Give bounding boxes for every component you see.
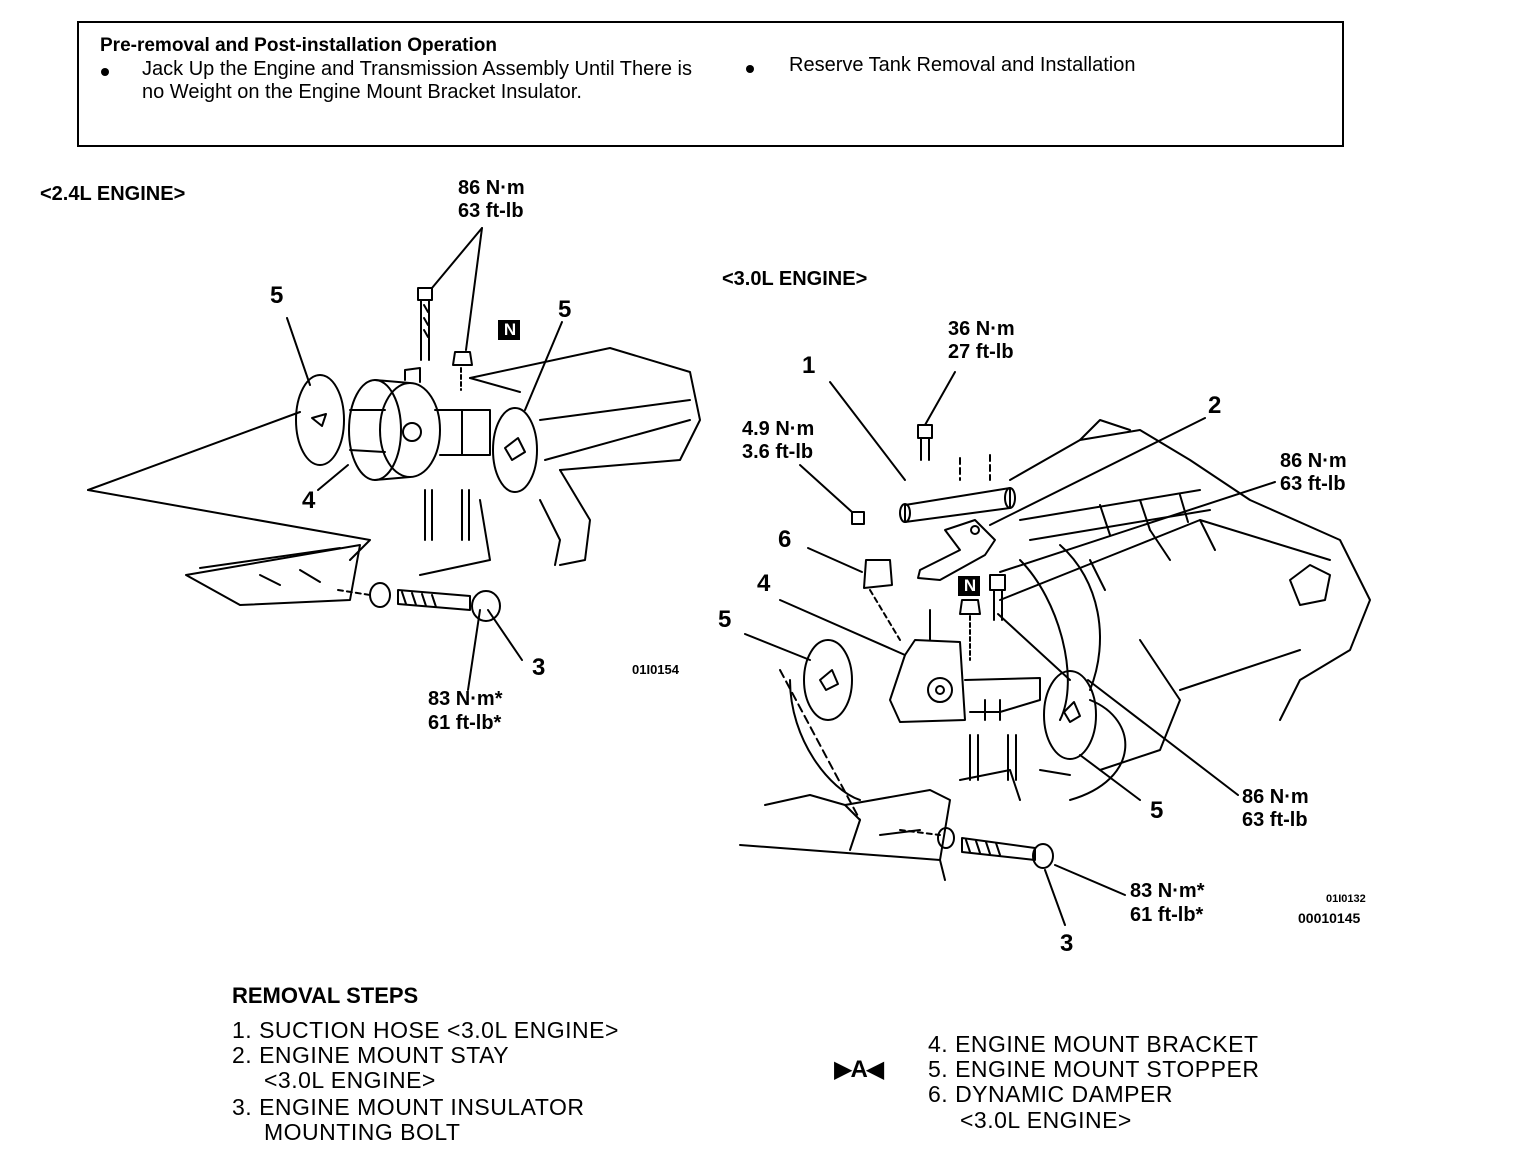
callout-number: 5 xyxy=(1150,797,1164,824)
torque-label: 86 N·m xyxy=(1280,450,1347,472)
callout-number: 5 xyxy=(718,606,732,633)
callout-number: 1 xyxy=(802,352,816,379)
torque-label: 83 N·m* xyxy=(428,688,503,710)
torque-label: 63 ft-lb xyxy=(1242,809,1308,831)
removal-step: 6. DYNAMIC DAMPER xyxy=(928,1081,1173,1107)
removal-step: 5. ENGINE MOUNT STOPPER xyxy=(928,1056,1260,1082)
torque-label: 61 ft-lb* xyxy=(1130,904,1204,926)
figure-id: 00010145 xyxy=(1298,910,1361,926)
engine-30-drawing xyxy=(739,371,1371,926)
figure-id: 01I0132 xyxy=(1326,893,1366,905)
torque-label: 61 ft-lb* xyxy=(428,712,502,734)
callout-number: 2 xyxy=(1208,392,1222,419)
bullet-icon xyxy=(101,68,109,76)
engine-30-heading: <3.0L ENGINE> xyxy=(722,268,868,290)
torque-label: 27 ft-lb xyxy=(948,341,1014,363)
callout-number: 4 xyxy=(757,570,771,597)
bullet-icon xyxy=(746,65,754,73)
callout-number: 3 xyxy=(532,654,546,681)
callout-number: 4 xyxy=(302,487,316,514)
removal-steps-title: REMOVAL STEPS xyxy=(232,983,419,1008)
removal-step-cont: <3.0L ENGINE> xyxy=(960,1107,1132,1133)
callout-number: 3 xyxy=(1060,930,1074,957)
removal-step: 2. ENGINE MOUNT STAY xyxy=(232,1042,510,1068)
pre-removal-item: Reserve Tank Removal and Installation xyxy=(789,54,1136,76)
pre-removal-box: Pre-removal and Post-installation Operat… xyxy=(77,21,1344,147)
torque-label: 3.6 ft-lb xyxy=(742,441,814,463)
removal-step: 4. ENGINE MOUNT BRACKET xyxy=(928,1031,1259,1057)
n-symbol-icon: N xyxy=(963,576,977,595)
pre-removal-title: Pre-removal and Post-installation Operat… xyxy=(100,35,497,56)
removal-step: 3. ENGINE MOUNT INSULATOR xyxy=(232,1094,585,1120)
removal-step: 1. SUCTION HOSE <3.0L ENGINE> xyxy=(232,1017,619,1043)
torque-label: 4.9 N·m xyxy=(742,418,815,440)
torque-label: 86 N·m xyxy=(1242,786,1309,808)
callout-number: 5 xyxy=(558,296,572,323)
n-symbol-icon: N xyxy=(503,320,517,339)
figure-id: 01I0154 xyxy=(632,662,679,677)
torque-label: 86 N·m xyxy=(458,177,525,199)
pre-removal-item: Jack Up the Engine and Transmission Asse… xyxy=(142,58,692,103)
torque-label: 63 ft-lb xyxy=(458,200,524,222)
engine-24-drawing xyxy=(87,227,701,691)
service-point-marker: ▶A◀ xyxy=(834,1056,884,1083)
removal-step-cont: MOUNTING BOLT xyxy=(264,1119,461,1145)
torque-label: 63 ft-lb xyxy=(1280,473,1346,495)
torque-label: 36 N·m xyxy=(948,318,1015,340)
callout-number: 6 xyxy=(778,526,792,553)
callout-number: 5 xyxy=(270,282,284,309)
torque-label: 83 N·m* xyxy=(1130,880,1205,902)
engine-24-heading: <2.4L ENGINE> xyxy=(40,183,186,205)
removal-step-cont: <3.0L ENGINE> xyxy=(264,1067,436,1093)
